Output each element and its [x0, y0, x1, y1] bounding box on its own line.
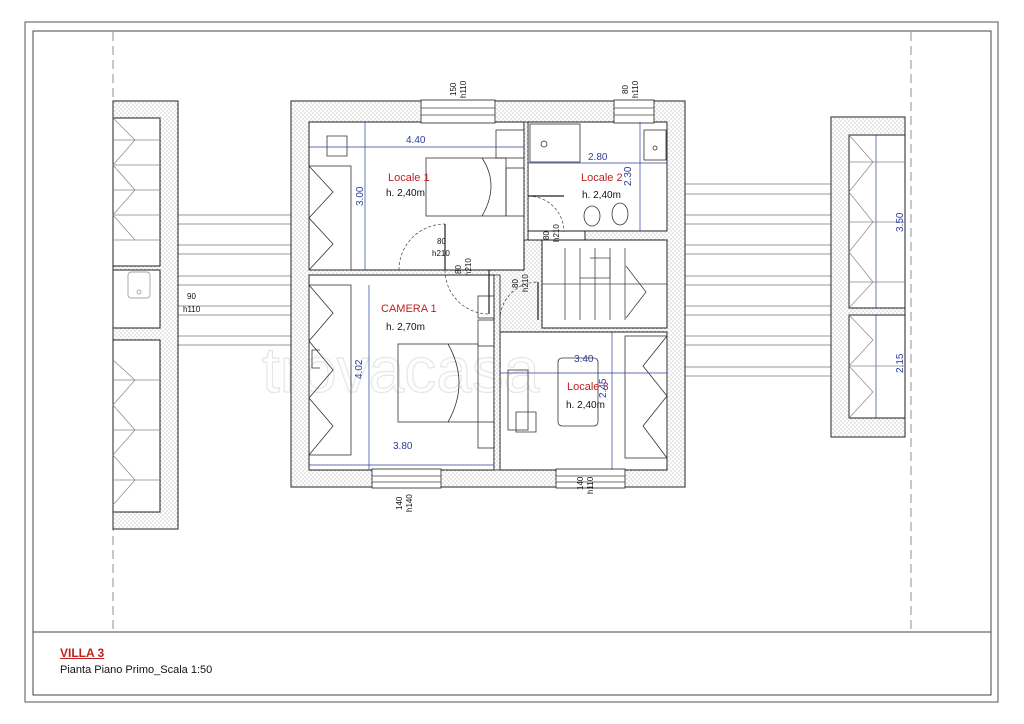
window-top1-width: 150 — [449, 82, 458, 96]
dimension-locale1-depth: 3.00 — [355, 186, 366, 206]
plan-subtitle: Pianta Piano Primo_Scala 1:50 — [60, 664, 213, 676]
window-left-width: 90 — [187, 292, 196, 301]
partition-wall — [523, 121, 529, 241]
room-height-locale3: h. 2,40m — [566, 400, 605, 411]
dimension-lines — [309, 122, 877, 470]
left-adjacent-unit — [112, 100, 179, 530]
partition-wall — [493, 274, 501, 471]
room-height-locale2: h. 2,40m — [582, 190, 621, 201]
outer-frame — [24, 21, 999, 703]
window-top2-width: 80 — [621, 85, 630, 94]
right-adjacent-unit — [830, 116, 906, 438]
door-leaves — [444, 195, 564, 320]
door4-width: 80 — [542, 231, 551, 240]
dimension-locale3-width: 3.40 — [574, 354, 594, 365]
room-label-locale1: Locale 1 — [388, 172, 430, 184]
window-left-height: h110 — [183, 305, 201, 314]
door1-width: 80 — [437, 237, 446, 246]
dimension-right-upper: 3.50 — [895, 212, 906, 232]
room-height-locale1: h. 2,40m — [386, 188, 425, 199]
door3-width: 80 — [511, 279, 520, 288]
door-swings — [398, 195, 565, 321]
window-bot1-height: h140 — [405, 494, 414, 512]
window-bot2-height: h110 — [586, 476, 595, 494]
dimension-camera1-width: 3.80 — [393, 441, 413, 452]
dimension-locale3-depth: 2.45 — [598, 378, 609, 398]
door4-height: h210 — [552, 224, 561, 242]
dimension-right-lower: 2.15 — [895, 353, 906, 373]
door1-height: h210 — [432, 249, 450, 258]
dimension-camera1-depth: 4.02 — [354, 359, 365, 379]
house-walls — [290, 100, 686, 488]
villa-title: VILLA 3 — [60, 646, 105, 660]
room-label-locale3: Locale 3 — [567, 381, 609, 393]
door2-height: h210 — [464, 258, 473, 276]
window-openings — [371, 99, 655, 489]
dimension-locale2-width: 2.80 — [588, 152, 608, 163]
window-bot1-width: 140 — [395, 496, 404, 510]
door3-height: h210 — [521, 274, 530, 292]
furniture — [308, 123, 668, 459]
window-top2-height: h110 — [631, 80, 640, 98]
room-label-locale2: Locale 2 — [581, 172, 623, 184]
pergola-beams — [178, 183, 832, 377]
window-bot2-width: 140 — [576, 476, 585, 490]
inner-frame — [32, 30, 992, 696]
room-label-camera1: CAMERA 1 — [381, 303, 437, 315]
room-height-camera1: h. 2,70m — [386, 322, 425, 333]
window-top1-height: h110 — [459, 80, 468, 98]
dimension-locale1-width: 4.40 — [406, 135, 426, 146]
dimension-locale2-depth: 2.30 — [623, 166, 634, 186]
door2-width: 80 — [454, 265, 463, 274]
title-block: VILLA 3 Pianta Piano Primo_Scala 1:50 — [60, 646, 212, 676]
